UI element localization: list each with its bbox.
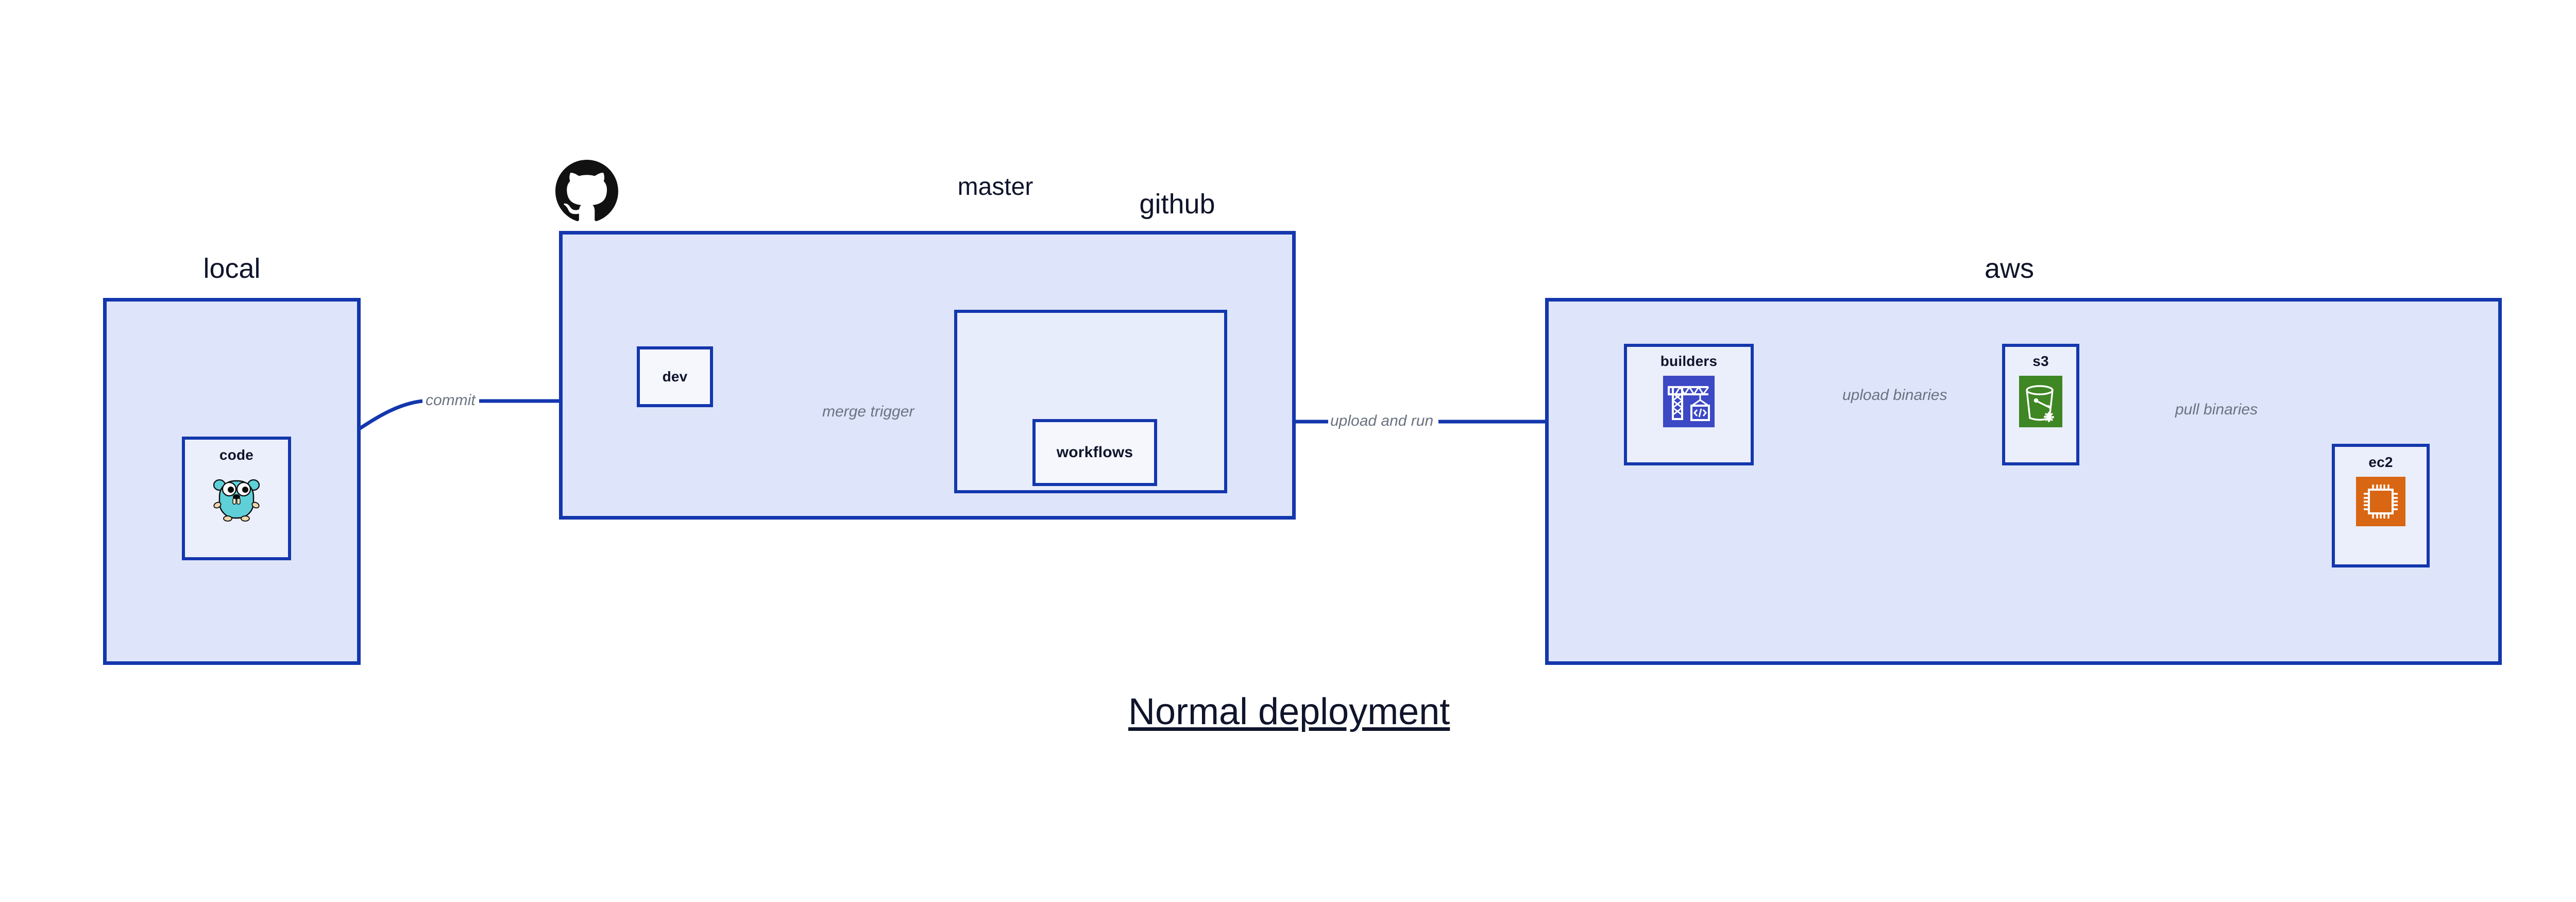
- node-label-s3: s3: [2032, 353, 2049, 369]
- node-label-code: code: [219, 447, 254, 463]
- group-github: dev master workflows: [559, 173, 1296, 520]
- node-code[interactable]: code: [182, 437, 291, 560]
- node-builders[interactable]: builders: [1624, 344, 1754, 465]
- group-aws: builders: [1545, 298, 2502, 665]
- aws-ec2-chip-icon: [2356, 477, 2405, 529]
- diagram-title: Normal deployment: [1128, 691, 1450, 732]
- github-octocat-icon: [555, 160, 618, 225]
- subgroup-master: workflows: [954, 310, 1227, 493]
- edge-label-upload-binaries: upload binaries: [1842, 387, 1947, 404]
- group-local: code: [103, 298, 361, 665]
- edge-label-merge-trigger: merge trigger: [822, 403, 914, 420]
- node-label-ec2: ec2: [2368, 454, 2393, 470]
- aws-codebuild-crane-icon: [1663, 376, 1715, 430]
- node-label-workflows: workflows: [1056, 444, 1133, 461]
- edge-label-upload-and-run: upload and run: [1330, 412, 1434, 429]
- node-ec2[interactable]: ec2: [2332, 444, 2430, 567]
- subgroup-label-master: master: [957, 173, 1033, 201]
- go-gopher-icon: [210, 469, 263, 525]
- node-label-builders: builders: [1660, 353, 1718, 369]
- node-dev[interactable]: dev: [637, 346, 713, 407]
- node-s3[interactable]: s3: [2002, 344, 2079, 465]
- edge-label-pull-binaries: pull binaries: [2175, 401, 2258, 418]
- group-label-github: github: [1139, 189, 1215, 220]
- edge-label-commit: commit: [426, 392, 476, 409]
- node-workflows[interactable]: workflows: [1032, 419, 1157, 486]
- group-label-aws: aws: [1984, 253, 2035, 284]
- aws-s3-bucket-icon: [2019, 376, 2062, 430]
- node-label-dev: dev: [662, 369, 688, 385]
- group-label-local: local: [203, 253, 261, 284]
